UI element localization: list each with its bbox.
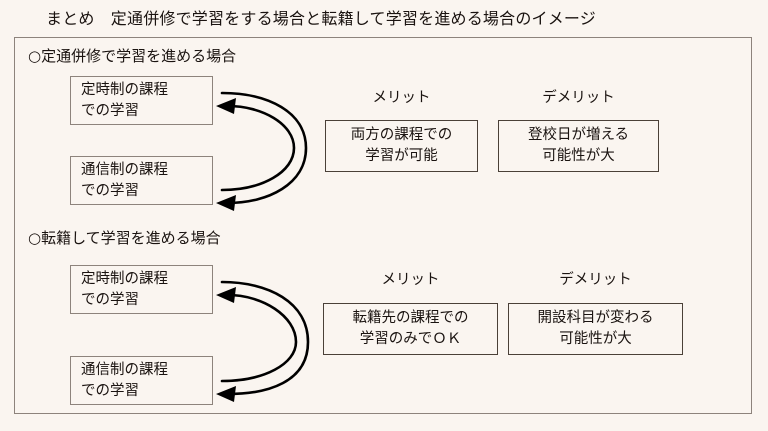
section2-course-box-teijisei: 定時制の課程 での学習 [70, 265, 213, 314]
outcome-line1: 両方の課程での [350, 127, 453, 143]
course-box-line1: 定時制の課程 [81, 81, 168, 98]
section2-course-box-tsushinsei: 通信制の課程 での学習 [70, 356, 213, 405]
course-box-line1: 通信制の課程 [81, 361, 168, 378]
section-heading-tenseki: ○転籍して学習を進める場合 [28, 229, 221, 247]
section2-merit-label: メリット [381, 272, 440, 288]
course-box-line2: での学習 [81, 291, 139, 308]
section1-merit-label: メリット [372, 90, 431, 106]
section2-merit-box: 転籍先の課程での 学習のみでＯＫ [323, 303, 498, 355]
course-box-line1: 定時制の課程 [81, 270, 168, 287]
outcome-line2: 学習のみでＯＫ [359, 331, 462, 347]
page-title: まとめ 定通併修で学習をする場合と転籍して学習を進める場合のイメージ [46, 9, 597, 28]
section1-demerit-label: デメリット [542, 90, 615, 106]
section2-demerit-box: 開設科目が変わる 可能性が大 [508, 303, 683, 355]
outcome-line1: 登校日が増える [527, 127, 630, 143]
section2-demerit-label: デメリット [559, 272, 632, 288]
outcome-line1: 開設科目が変わる [537, 310, 654, 326]
section1-course-box-tsushinsei: 通信制の課程 での学習 [70, 156, 213, 205]
outcome-line1: 転籍先の課程での [352, 310, 469, 326]
section1-course-box-teijisei: 定時制の課程 での学習 [70, 76, 213, 125]
outcome-line2: 可能性が大 [542, 148, 615, 164]
course-box-line2: での学習 [81, 382, 139, 399]
section1-demerit-box: 登校日が増える 可能性が大 [498, 120, 659, 172]
diagram-frame [14, 37, 752, 414]
section-heading-heiju: ○定通併修で学習を進める場合 [28, 47, 237, 65]
course-box-line2: での学習 [81, 182, 139, 199]
section1-merit-box: 両方の課程での 学習が可能 [325, 120, 478, 172]
course-box-line1: 通信制の課程 [81, 161, 168, 178]
outcome-line2: 可能性が大 [559, 331, 632, 347]
outcome-line2: 学習が可能 [365, 148, 438, 164]
course-box-line2: での学習 [81, 102, 139, 119]
